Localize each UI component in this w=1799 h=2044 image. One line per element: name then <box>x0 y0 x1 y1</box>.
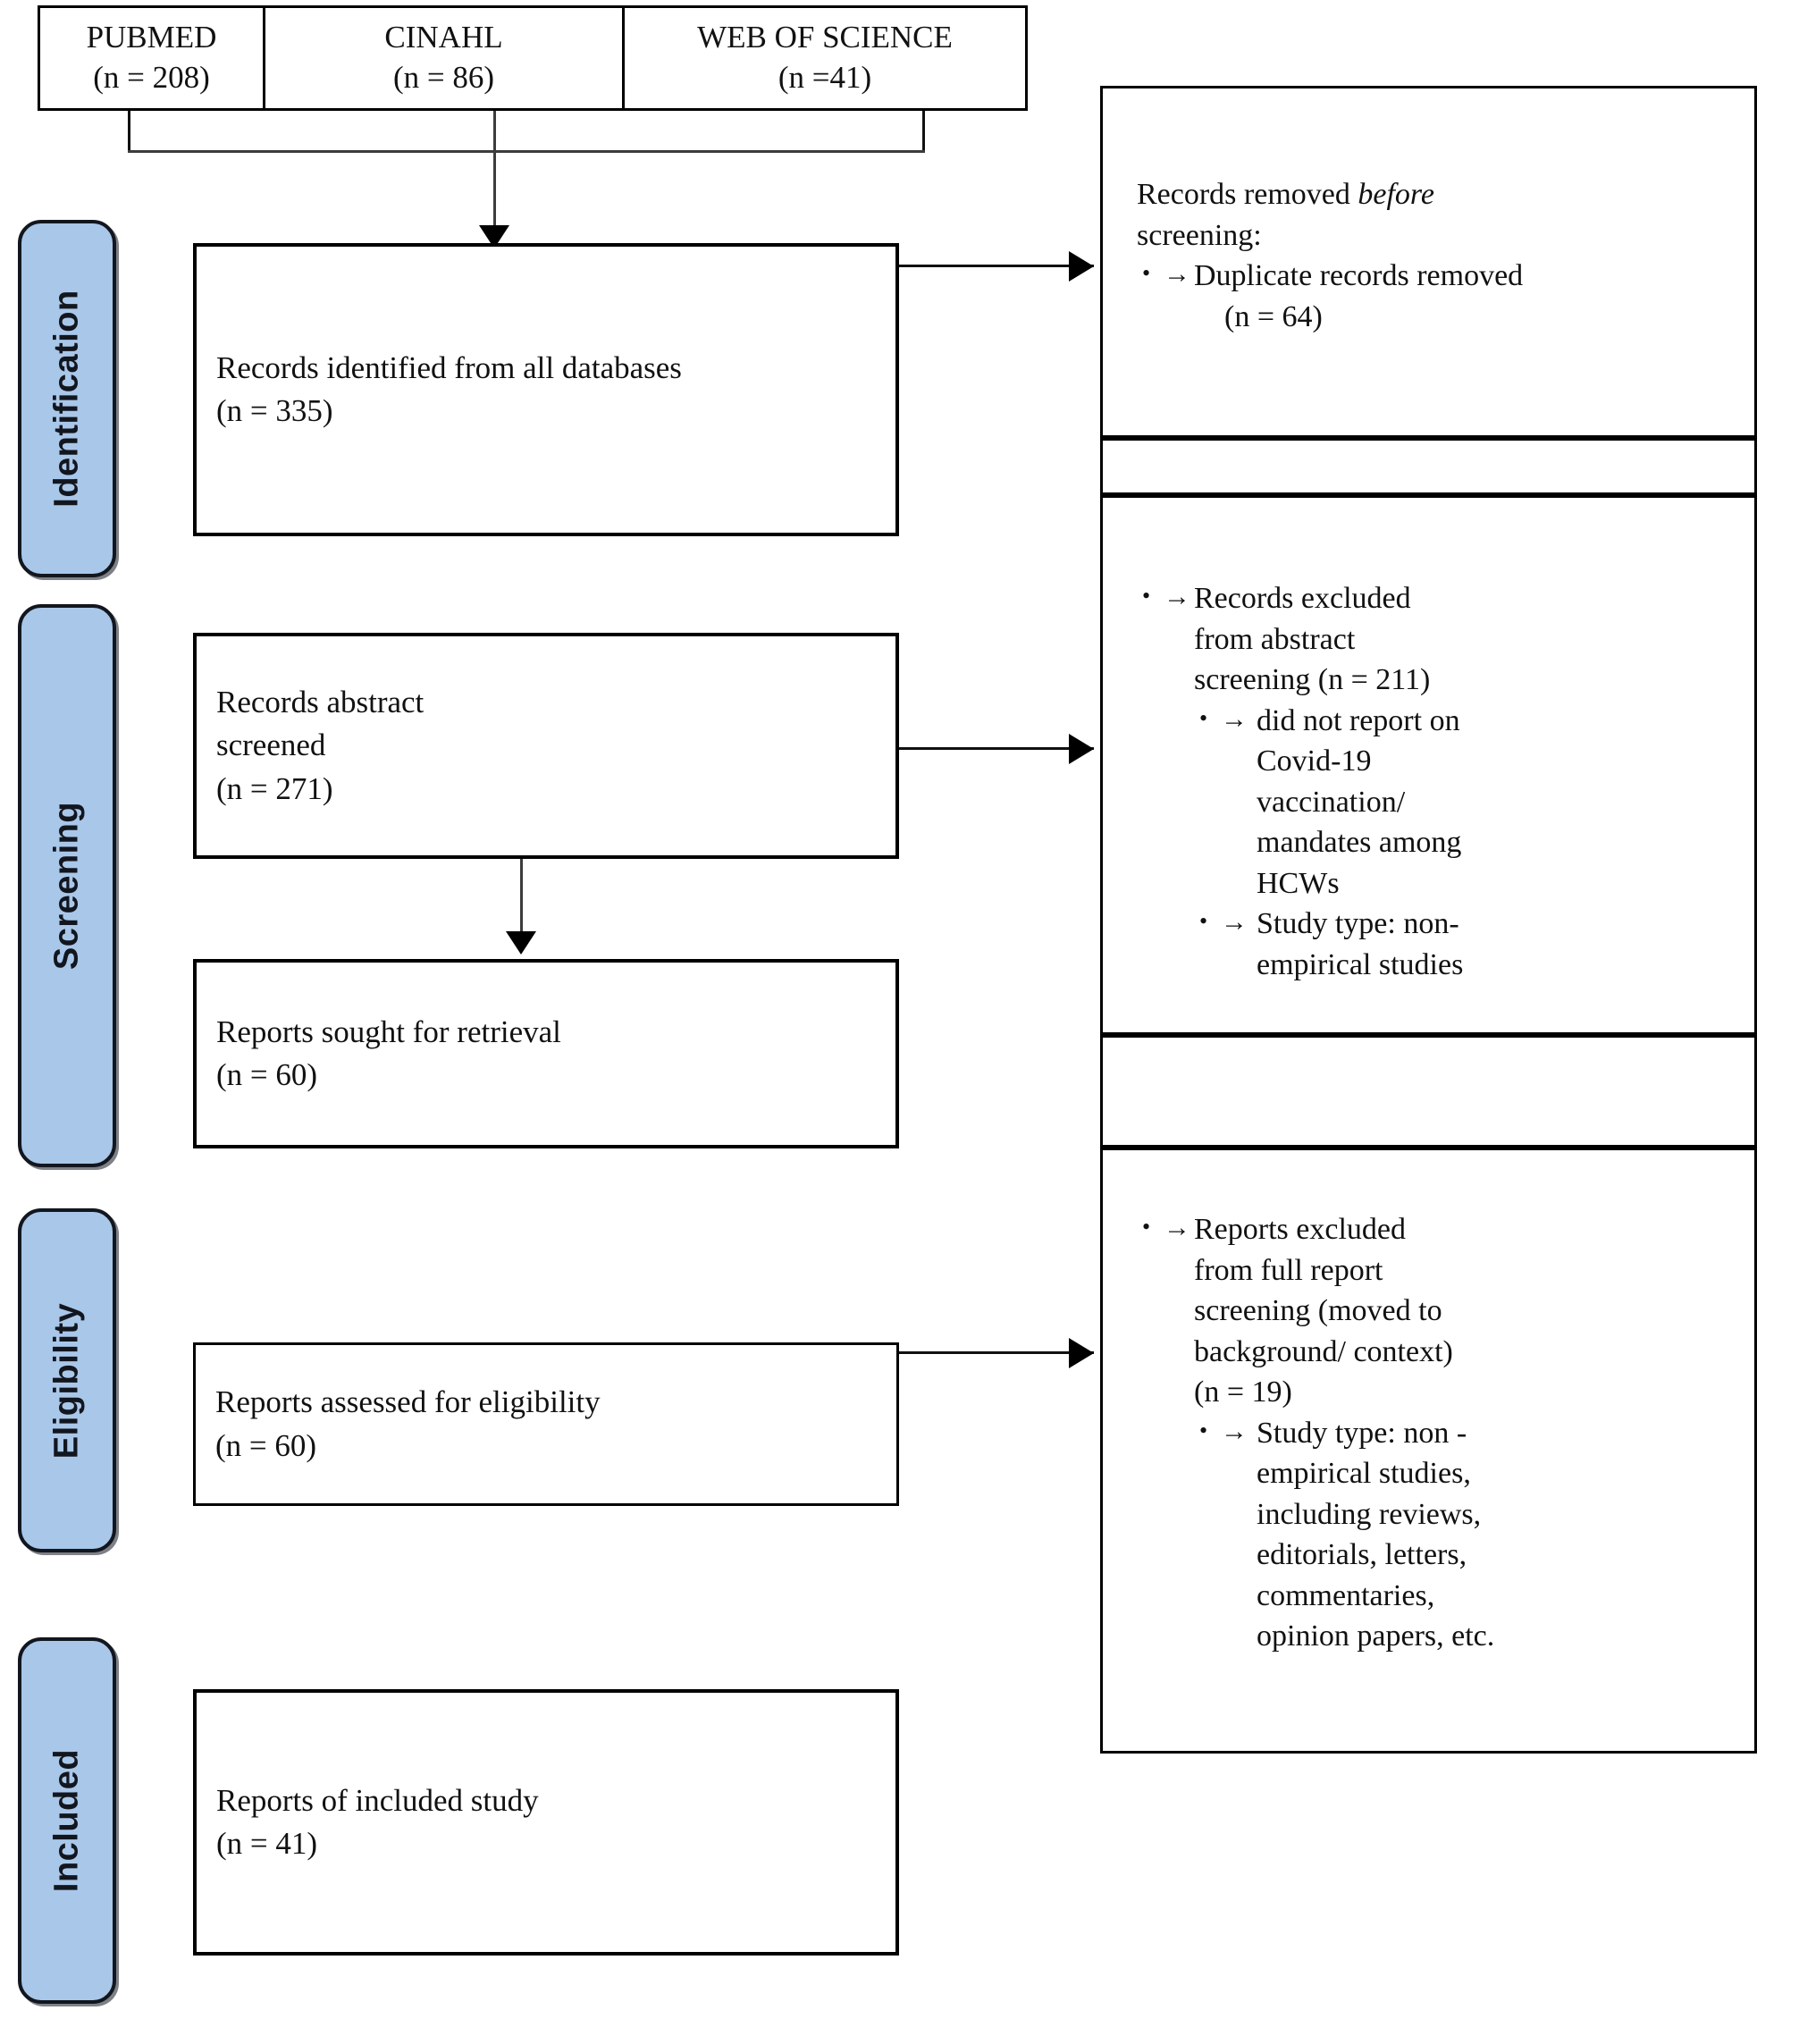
box-reports-excluded-full-report-screening: → Reports excluded from full report scre… <box>1100 1148 1757 1754</box>
list-item: → Duplicate records removed (n = 64) <box>1137 256 1738 337</box>
source-name: WEB OF SCIENCE <box>697 20 953 55</box>
arrow-glyph-icon: → <box>1164 1213 1190 1242</box>
box-line: (n = 41) <box>216 1826 318 1861</box>
bullet-line: empirical studies <box>1257 947 1464 981</box>
bullet-line: including reviews, <box>1257 1497 1482 1531</box>
exclusion-sub-bullet-list: → Study type: non - empirical studies, i… <box>1194 1413 1738 1657</box>
exclusion-bullet-list: → Duplicate records removed (n = 64) <box>1137 256 1738 337</box>
box-line: (n = 271) <box>216 770 333 806</box>
source-count: (n = 86) <box>392 60 495 95</box>
exclusion-heading-italic: before <box>1358 178 1434 211</box>
box-records-abstract-screened: Records abstract screened (n = 271) <box>193 633 899 859</box>
exclusion-sub-bullet-list: → did not report on Covid-19 vaccination… <box>1194 701 1738 986</box>
arrow-glyph-icon: → <box>1221 1416 1248 1446</box>
arrow-glyph-icon: → <box>1164 259 1190 290</box>
bracket-right-stem <box>922 111 925 150</box>
source-count: (n = 208) <box>93 60 210 95</box>
spacer-box-lower <box>1100 1035 1757 1148</box>
arrow-to-records-excluded-box <box>1069 734 1094 764</box>
box-line: Reports assessed for eligibility <box>215 1384 601 1420</box>
arrow-to-sought-box <box>506 931 536 955</box>
bullet-line: screening (n = 211) <box>1194 663 1431 697</box>
bullet-line: from abstract <box>1194 622 1356 656</box>
bracket-left-stem <box>128 111 130 150</box>
bullet-line: Study type: non - <box>1257 1416 1467 1450</box>
bullet-line: Study type: non- <box>1257 907 1459 941</box>
bullet-line: mandates among <box>1257 826 1462 860</box>
connector-assessed-to-excluded <box>899 1351 1094 1354</box>
bullet-line: editorials, letters, <box>1257 1538 1467 1572</box>
source-cell-cinahl: CINAHL (n = 86) <box>265 8 625 108</box>
phase-label-text: Included <box>47 1748 86 1893</box>
bullet-line: Records excluded <box>1194 582 1411 615</box>
source-name: CINAHL <box>384 20 503 55</box>
bullet-line: Reports excluded <box>1194 1213 1406 1246</box>
box-records-removed-before-screening: Records removed before screening: → Dupl… <box>1100 86 1757 438</box>
source-cell-pubmed: PUBMED (n = 208) <box>40 8 265 108</box>
arrow-glyph-icon: → <box>1221 703 1248 734</box>
box-line: (n = 60) <box>215 1427 317 1463</box>
exclusion-heading: Records removed before <box>1137 174 1738 215</box>
phase-label-identification: Identification <box>18 220 116 577</box>
phase-label-text: Screening <box>47 801 86 971</box>
bullet-line: did not report on <box>1257 703 1460 737</box>
arrow-glyph-icon: → <box>1221 907 1248 938</box>
source-count: (n =41) <box>778 60 872 95</box>
exclusion-heading-plain: Records removed <box>1137 178 1358 211</box>
phase-label-screening: Screening <box>18 604 116 1167</box>
bullet-line: HCWs <box>1257 866 1340 900</box>
phase-label-text: Identification <box>47 290 86 508</box>
phase-label-text: Eligibility <box>47 1302 86 1459</box>
bullet-line: opinion papers, etc. <box>1257 1619 1495 1653</box>
phase-label-eligibility: Eligibility <box>18 1208 116 1552</box>
box-line: screened <box>216 728 326 763</box>
bullet-line: (n = 64) <box>1224 299 1323 333</box>
exclusion-bullet-list: → Reports excluded from full report scre… <box>1137 1209 1738 1657</box>
arrow-glyph-icon: → <box>1164 582 1190 611</box>
list-item: → did not report on Covid-19 vaccination… <box>1194 701 1738 904</box>
spacer-box-upper <box>1100 438 1757 495</box>
bullet-line: empirical studies, <box>1257 1457 1471 1491</box>
list-item: → Study type: non - empirical studies, i… <box>1194 1413 1738 1657</box>
box-line: (n = 60) <box>216 1057 318 1092</box>
box-reports-assessed-for-eligibility: Reports assessed for eligibility (n = 60… <box>193 1342 899 1506</box>
bullet-line: commentaries, <box>1257 1578 1435 1612</box>
exclusion-bullet-list: → Records excluded from abstract screeni… <box>1137 578 1738 985</box>
bullet-line: (n = 19) <box>1194 1375 1292 1409</box>
bullet-line: background/ context) <box>1194 1334 1453 1368</box>
bracket-horizontal <box>128 150 925 153</box>
bracket-center-drop <box>493 111 496 231</box>
box-line: (n = 335) <box>216 393 333 428</box>
connector-identified-to-removed <box>899 265 1094 267</box>
arrow-to-records-removed-box <box>1069 251 1094 282</box>
list-item: → Reports excluded from full report scre… <box>1137 1209 1738 1657</box>
bullet-line: from full report <box>1194 1253 1383 1287</box>
source-databases-row: PUBMED (n = 208) CINAHL (n = 86) WEB OF … <box>38 5 1028 111</box>
box-reports-of-included-study: Reports of included study (n = 41) <box>193 1689 899 1956</box>
box-line: Records abstract <box>216 685 425 720</box>
bullet-line: Covid-19 <box>1257 744 1372 778</box>
box-line: Reports sought for retrieval <box>216 1014 561 1049</box>
list-item: → Records excluded from abstract screeni… <box>1137 578 1738 985</box>
box-line: Records identified from all databases <box>216 349 682 385</box>
source-cell-web-of-science: WEB OF SCIENCE (n =41) <box>625 8 1025 108</box>
connector-screened-to-excluded <box>899 747 1094 750</box>
bullet-line: Duplicate records removed <box>1194 259 1524 293</box>
bullet-line: screening (moved to <box>1194 1294 1442 1328</box>
box-records-identified: Records identified from all databases (n… <box>193 243 899 536</box>
connector-screened-to-sought <box>520 859 523 936</box>
phase-label-included: Included <box>18 1637 116 2004</box>
arrow-to-reports-excluded-box <box>1069 1338 1094 1368</box>
box-line: Reports of included study <box>216 1782 539 1818</box>
box-records-excluded-abstract-screening: → Records excluded from abstract screeni… <box>1100 495 1757 1035</box>
bullet-line: vaccination/ <box>1257 785 1406 819</box>
exclusion-heading-italic-2: screening: <box>1137 218 1262 252</box>
list-item: → Study type: non- empirical studies <box>1194 904 1738 985</box>
source-name: PUBMED <box>86 20 217 55</box>
box-reports-sought-for-retrieval: Reports sought for retrieval (n = 60) <box>193 959 899 1148</box>
